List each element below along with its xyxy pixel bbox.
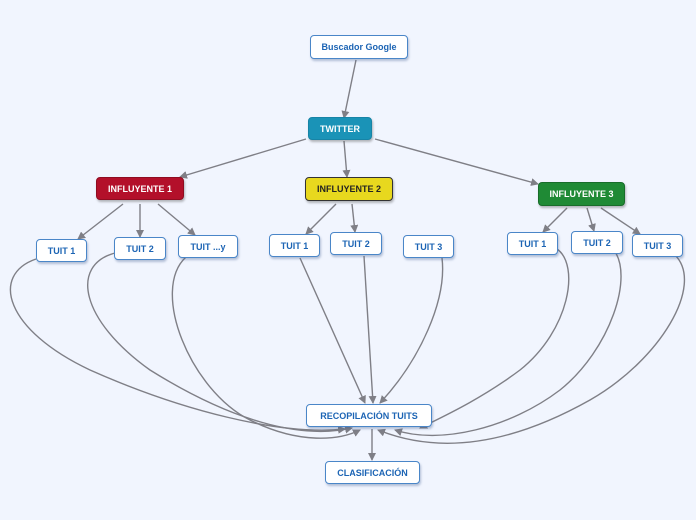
edge-inf1-tuit1 — [77, 203, 124, 240]
node-inf1-tuit-1[interactable]: TUIT 1 — [36, 239, 87, 262]
edge-inf2-tuit3-recop — [379, 257, 444, 404]
edge-inf3-tuit1-recop — [419, 248, 570, 429]
edge-inf3-tuit2-recop — [394, 248, 622, 437]
node-inf3-tuit-2[interactable]: TUIT 2 — [571, 231, 623, 254]
node-inf2-tuit-1[interactable]: TUIT 1 — [269, 234, 320, 257]
edge-twitter-inf2 — [342, 140, 351, 178]
edge-twitter-inf1 — [179, 138, 307, 179]
node-influyente-2[interactable]: INFLUYENTE 2 — [305, 177, 393, 201]
node-inf1-tuit-y[interactable]: TUIT ...y — [178, 235, 238, 258]
edge-inf3-tuit1 — [542, 207, 568, 233]
edge-inf3-tuit3 — [600, 207, 641, 235]
node-inf3-tuit-1[interactable]: TUIT 1 — [507, 232, 558, 255]
edge-inf1-tuit1-recop — [9, 258, 346, 434]
node-recopilacion-tuits[interactable]: RECOPILACIÓN TUITS — [306, 404, 432, 427]
edge-inf2-tuit1 — [305, 203, 337, 235]
node-influyente-1[interactable]: INFLUYENTE 1 — [96, 177, 184, 200]
edge-inf3-tuit2 — [586, 207, 596, 232]
node-influyente-3[interactable]: INFLUYENTE 3 — [538, 182, 625, 206]
node-inf2-tuit-3[interactable]: TUIT 3 — [403, 235, 454, 258]
edge-buscador-twitter — [341, 59, 357, 119]
edge-inf2-tuit2 — [350, 203, 359, 233]
node-inf1-tuit-2[interactable]: TUIT 2 — [114, 237, 166, 260]
edge-inf3-tuit3-recop — [377, 254, 686, 445]
node-inf2-tuit-2[interactable]: TUIT 2 — [330, 232, 382, 255]
edge-inf1-tuit3 — [157, 203, 196, 236]
edge-inf1-tuit3-recop — [171, 256, 361, 439]
edge-twitter-inf3 — [374, 138, 539, 186]
node-twitter[interactable]: TWITTER — [308, 117, 372, 140]
node-buscador-google[interactable]: Buscador Google — [310, 35, 408, 59]
node-clasificacion[interactable]: CLASIFICACIÓN — [325, 461, 420, 484]
node-inf3-tuit-3[interactable]: TUIT 3 — [632, 234, 683, 257]
edge-inf2-tuit2-recop — [363, 255, 377, 404]
edge-inf2-tuit1-recop — [299, 257, 366, 404]
edge-inf1-tuit2-recop — [87, 252, 353, 434]
